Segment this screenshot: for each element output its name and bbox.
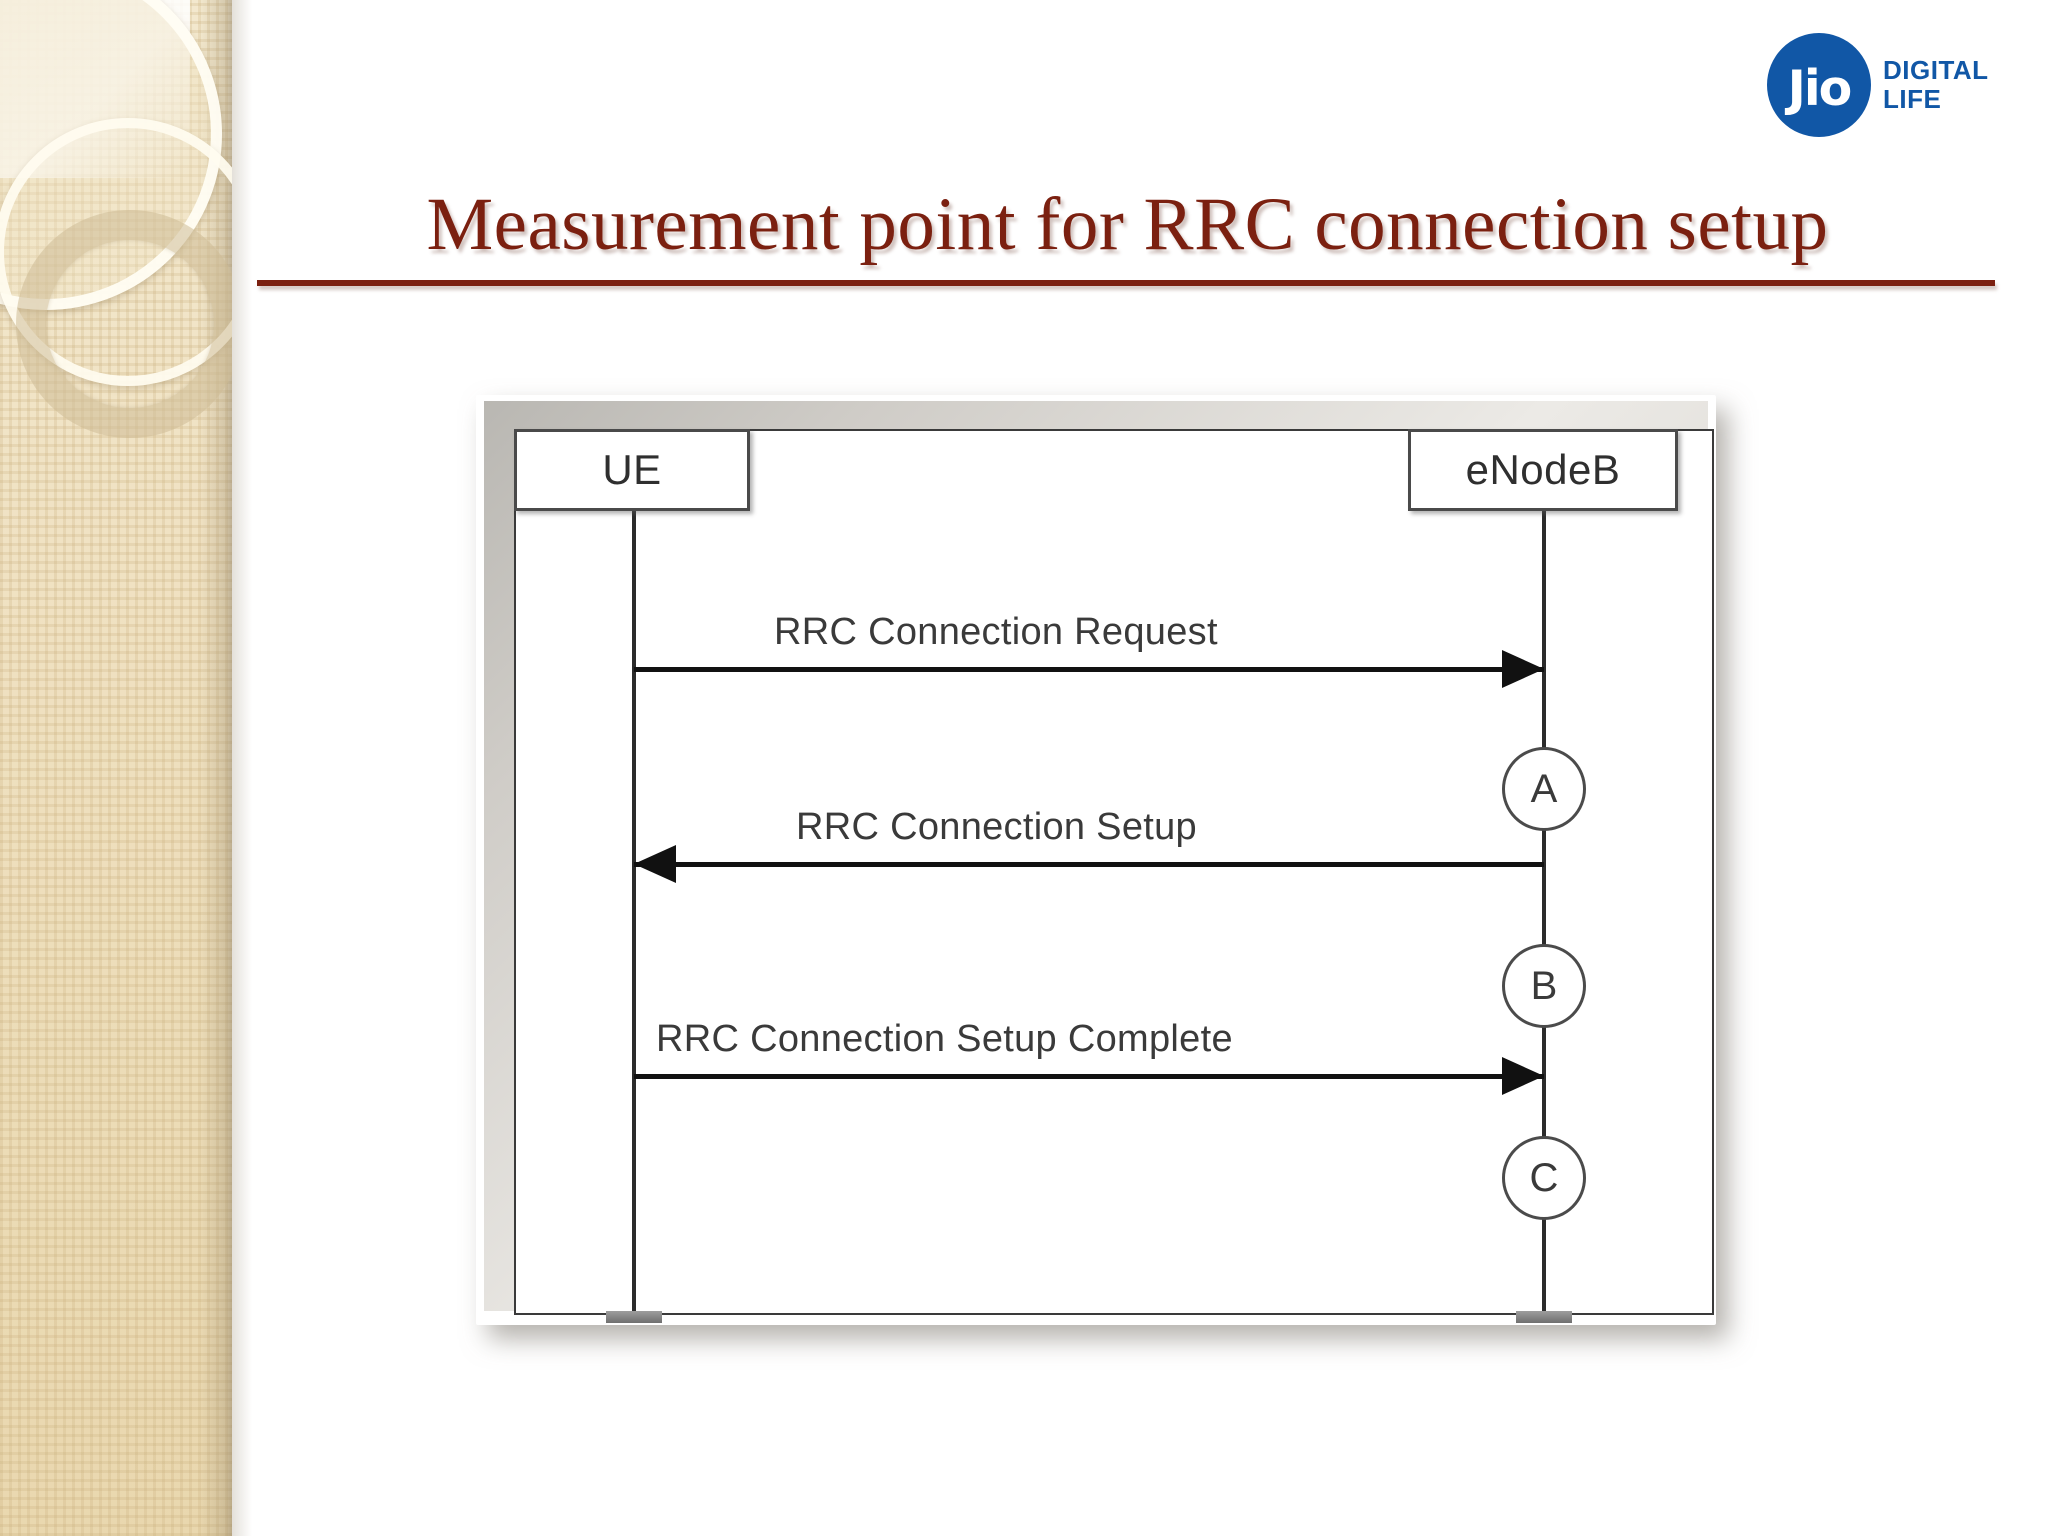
diagram-frame-border: UE eNodeB RRC Connection Request A RRC C… [484,401,1714,1323]
jio-wordmark: DIGITAL LIFE [1883,56,1989,114]
actor-box-ue: UE [514,429,750,511]
sequence-diagram-image: UE eNodeB RRC Connection Request A RRC C… [466,385,1726,1335]
message-label-1: RRC Connection Request [774,611,1218,653]
message-line-3 [634,1074,1544,1079]
jio-logo-text: Jio [1787,60,1853,117]
measurement-point-b: B [1502,944,1586,1028]
message-line-2 [634,862,1544,867]
diagram-canvas: UE eNodeB RRC Connection Request A RRC C… [514,429,1714,1323]
message-arrowhead-right-3 [1502,1057,1544,1095]
actor-box-enodeb: eNodeB [1408,429,1678,511]
measurement-point-c: C [1502,1136,1586,1220]
measurement-point-a: A [1502,747,1586,831]
jio-logo: Jio DIGITAL LIFE [1767,33,2027,141]
slide-title-underline [257,280,1995,286]
sidebar-edge-shadow [232,0,252,1536]
lifeline-foot-enodeb [1516,1311,1572,1323]
lifeline-enodeb [1542,507,1546,1317]
jio-wordmark-line-1: DIGITAL [1883,55,1989,85]
lifeline-foot-ue [606,1311,662,1323]
message-arrowhead-left-2 [634,845,676,883]
slide-title: Measurement point for RRC connection set… [426,183,1829,266]
message-line-1 [634,667,1544,672]
lifeline-ue [632,507,636,1317]
message-label-3: RRC Connection Setup Complete [656,1018,1233,1060]
jio-circle-icon [1767,33,1871,137]
sidebar-ring-small-icon [16,210,232,438]
message-label-2: RRC Connection Setup [796,806,1197,848]
jio-wordmark-line-2: LIFE [1883,84,1942,114]
decorative-sidebar [0,0,232,1536]
message-arrowhead-right-1 [1502,650,1544,688]
